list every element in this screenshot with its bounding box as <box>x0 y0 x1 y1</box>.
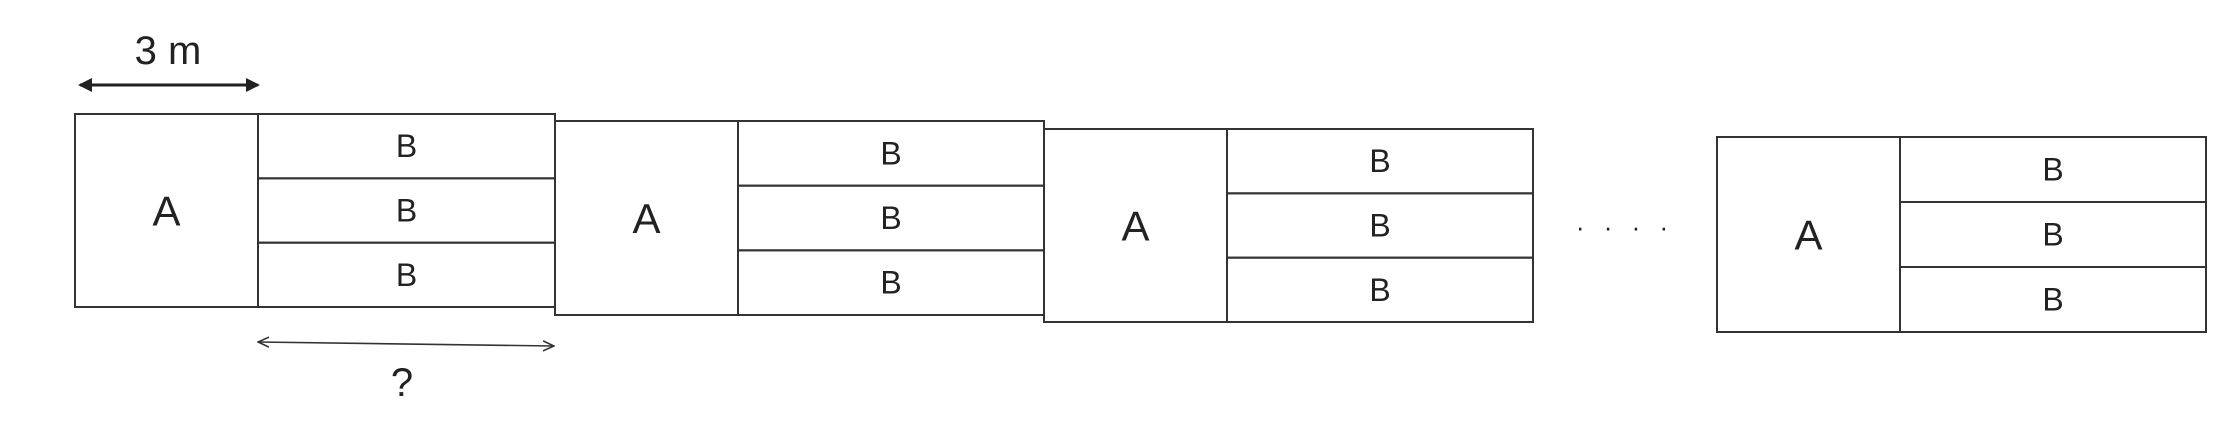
width-dimension-label: 3 m <box>135 29 202 73</box>
ellipsis: · · · · <box>1576 212 1674 242</box>
a-cell-label: A <box>632 195 660 242</box>
b-cell-label: B <box>880 135 901 171</box>
width-dimension: 3 m <box>78 29 260 92</box>
a-cell-label: A <box>1121 203 1149 250</box>
unknown-dimension-arrow <box>258 342 554 346</box>
b-cell-label: B <box>880 200 901 236</box>
b-cell-label: B <box>2042 152 2063 188</box>
b-cell-label: B <box>396 128 417 164</box>
b-cell-label: B <box>1369 272 1390 308</box>
unknown-dimension: ? <box>258 342 554 405</box>
b-cell-label: B <box>2042 282 2063 318</box>
b-cell <box>1899 266 2207 333</box>
b-cell-label: B <box>396 193 417 229</box>
b-cell-label: B <box>396 257 417 293</box>
unknown-dimension-label: ? <box>391 361 413 405</box>
b-cell-label: B <box>1369 208 1390 244</box>
a-cell-label: A <box>152 188 180 235</box>
a-cell-label: A <box>1794 212 1822 259</box>
b-cell <box>1226 256 1534 323</box>
b-cell-label: B <box>1369 143 1390 179</box>
b-cell-label: B <box>2042 217 2063 253</box>
b-cell-label: B <box>880 265 901 301</box>
